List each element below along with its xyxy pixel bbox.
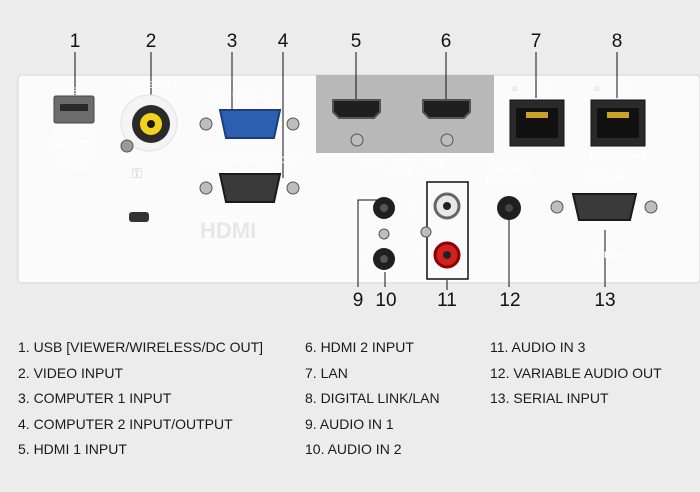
computer1-label: COMPUTER 1 IN (205, 91, 276, 101)
audio-screw (378, 228, 390, 240)
legend-column-2: 6. HDMI 2 INPUT 7. LAN 8. DIGITAL LINK/L… (305, 335, 440, 463)
legend-item-9: 9. AUDIO IN 1 (305, 415, 394, 432)
legend-item-1: 1. USB [VIEWER/WIRELESS/DC OUT] (18, 339, 264, 355)
callout-number-10: 10 (375, 290, 396, 311)
callout-number-9: 9 (353, 290, 364, 311)
variable-audio-label-1: VARIABLE (488, 164, 531, 174)
hdmi2-port (422, 99, 471, 119)
callout-number-1: 1 (70, 31, 81, 52)
usb-sublabel-1: VIEWER / (54, 129, 95, 139)
legend-item-8: 8. DIGITAL LINK/LAN (305, 390, 440, 406)
callout-number-2: 2 (146, 31, 157, 52)
callout-number-3: 3 (227, 31, 238, 52)
digital-link-port-contacts (607, 112, 629, 118)
audio-in3-r-center (443, 251, 451, 259)
legend-item-12: 12. VARIABLE AUDIO OUT (490, 364, 662, 381)
hdmi1-screw (350, 133, 364, 147)
lan2-icon: ⧈ (594, 83, 600, 93)
audio-in1-number: 1 (410, 204, 415, 214)
lan-label: LAN (536, 83, 554, 93)
callout-lines (74, 52, 618, 290)
computer2-screw-right (286, 181, 300, 195)
ac-in-label: AC IN ~ (589, 250, 621, 260)
audio-in3-l-center (443, 202, 451, 210)
lan-icon: ⧈ (512, 83, 518, 93)
audio-in3-screw (420, 226, 432, 238)
serial-screw-left (550, 200, 564, 214)
hdmi1-port (332, 99, 381, 119)
hdmi2-screw (440, 133, 454, 147)
serial-port (571, 193, 638, 221)
computer1-screw-left (199, 117, 213, 131)
usb-port-inner (60, 104, 88, 111)
legend-item-5: 5. HDMI 1 INPUT (18, 441, 127, 457)
audio-in-label: AUDIO IN (384, 168, 424, 178)
audio-in2-center (380, 255, 388, 263)
legend-item-7: 7. LAN (305, 364, 348, 381)
lock-slot (129, 212, 149, 222)
legend-item-10: 10. AUDIO IN 2 (305, 441, 402, 457)
lan-port-contacts (526, 112, 548, 118)
variable-audio-center (505, 204, 513, 212)
audio-in1-center (380, 204, 388, 212)
hdmi-logo: HDMI (200, 218, 256, 243)
legend-column-1: 1. USB [VIEWER/WIRELESS/DC OUT] 2. VIDEO… (18, 335, 263, 463)
callout-number-11: 11 (437, 290, 457, 311)
computer2-vga-port (218, 173, 282, 203)
lan2-label: LAN (618, 83, 636, 93)
video-in-label: VIDEO IN (131, 80, 171, 90)
legend-column-3: 11. AUDIO IN 3 12. VARIABLE AUDIO OUT 13… (490, 335, 662, 412)
usb-sublabel-2: WIRELESS (51, 140, 98, 150)
video-in-screw (120, 139, 134, 153)
digital-link-label: DIGITAL LINK (590, 151, 647, 161)
usb-label: USB (65, 86, 84, 96)
usb-sublabel-4: 5 V 2 A (59, 162, 88, 172)
audio-in2-number: 2 (364, 254, 369, 264)
hdmi-row-label: 1 IN — HDMI — 2 IN (362, 158, 446, 168)
legend-item-3: 3. COMPUTER 1 INPUT (18, 390, 172, 406)
legend-item-11: 11. AUDIO IN 3 (490, 339, 586, 355)
serial-in-label: SERIAL IN (581, 172, 624, 182)
legend-item-13: 13. SERIAL INPUT (490, 390, 609, 406)
callout-number-8: 8 (612, 31, 623, 52)
audio-l-label: L (414, 202, 419, 212)
computer2-label: COMPUTER 2 IN/1 OUT (200, 155, 300, 165)
connector-legend: 1. USB [VIEWER/WIRELESS/DC OUT] 2. VIDEO… (0, 335, 700, 485)
callout-number-5: 5 (351, 31, 362, 52)
variable-audio-label-2: AUDIO OUT (485, 175, 536, 185)
lock-icon: ⚿ (132, 165, 143, 181)
callout-number-13: 13 (594, 290, 615, 311)
callout-number-6: 6 (441, 31, 452, 52)
computer2-screw-left (199, 181, 213, 195)
serial-screw-right (644, 200, 658, 214)
computer1-vga-port (218, 109, 282, 139)
legend-item-6: 6. HDMI 2 INPUT (305, 339, 414, 355)
computer1-screw-right (286, 117, 300, 131)
usb-sublabel-3: DC OUT (57, 151, 92, 161)
legend-item-4: 4. COMPUTER 2 INPUT/OUTPUT (18, 415, 233, 432)
callout-number-7: 7 (531, 31, 542, 52)
callout-number-4: 4 (278, 31, 289, 52)
callout-number-12: 12 (499, 290, 520, 311)
audio-r-label: R (414, 251, 421, 261)
legend-item-2: 2. VIDEO INPUT (18, 364, 124, 381)
video-in-center (147, 120, 155, 128)
